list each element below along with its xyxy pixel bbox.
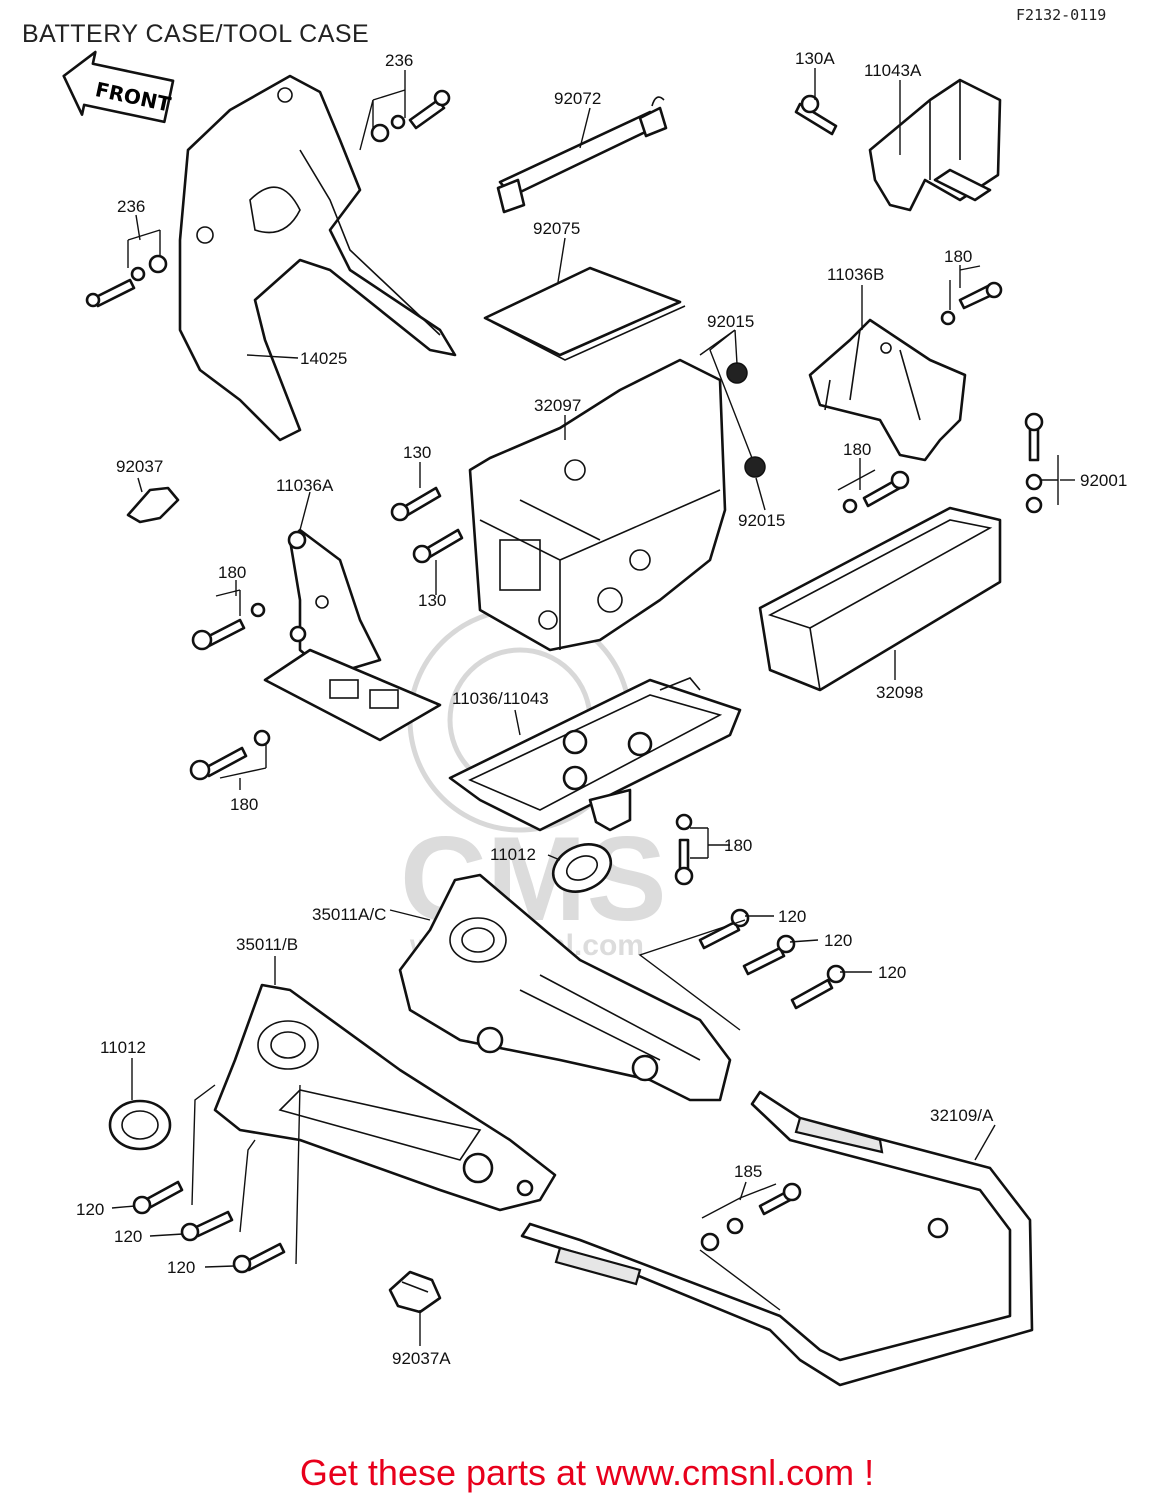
label-120-right-2: 120: [824, 931, 852, 950]
battery-strap-92072: [496, 96, 668, 214]
battery-case-32097: [468, 358, 727, 652]
part-labels: 236 236 14025 92072 92075 130A 11043A 11…: [76, 49, 1127, 1368]
bolt-236-upper: [370, 89, 451, 143]
label-11043A: 11043A: [864, 61, 922, 80]
label-32098: 32098: [876, 683, 923, 702]
clip-92037: [126, 486, 180, 524]
bolt-130-upper: [390, 486, 442, 522]
label-180-left-lower: 180: [230, 795, 258, 814]
bolt-180-left-upper: [191, 589, 266, 651]
grommet-11012-upper: [551, 843, 613, 893]
battery-pad-92075: [483, 266, 686, 361]
label-11012-lower: 11012: [100, 1038, 146, 1057]
label-92037A: 92037A: [392, 1349, 451, 1368]
label-185: 185: [734, 1162, 762, 1181]
clip-92037A: [388, 1270, 442, 1314]
label-11036A: 11036A: [276, 476, 334, 495]
label-32109A: 32109/A: [930, 1106, 994, 1125]
label-92072: 92072: [554, 89, 601, 108]
label-92015-lower: 92015: [738, 511, 785, 530]
label-180-right: 180: [843, 440, 871, 459]
bolt-180-center: [674, 813, 709, 886]
grab-rail-32109A: [520, 1090, 1034, 1387]
label-180-left-upper: 180: [218, 563, 246, 582]
label-130-upper: 130: [403, 443, 431, 462]
bolt-180-left-lower: [189, 729, 271, 781]
label-92015-upper: 92015: [707, 312, 754, 331]
label-14025: 14025: [300, 349, 347, 368]
bolt-92001: [1024, 412, 1059, 514]
bracket-11036B: [808, 265, 1003, 462]
label-92037: 92037: [116, 457, 163, 476]
bracket-35011AC: [398, 873, 732, 1102]
bracket-35011B: [213, 983, 557, 1212]
label-120-right-1: 120: [778, 907, 806, 926]
label-120-left-2: 120: [114, 1227, 142, 1246]
label-120-left-3: 120: [167, 1258, 195, 1277]
bolt-130-lower: [412, 528, 464, 564]
plate-11036-11043: [448, 677, 742, 832]
leader-lines: [111, 68, 1075, 1346]
label-180-center: 180: [724, 836, 752, 855]
label-236-upper: 236: [385, 51, 413, 70]
label-130A: 130A: [795, 49, 835, 68]
label-236-side: 236: [117, 197, 145, 216]
bolt-180-right: [837, 469, 910, 514]
label-180-top-right: 180: [944, 247, 972, 266]
front-arrow: FRONT: [62, 50, 175, 124]
label-120-right-3: 120: [878, 963, 906, 982]
nut-92015-lower: [744, 456, 766, 478]
nut-92015-upper: [726, 362, 748, 384]
label-92001: 92001: [1080, 471, 1127, 490]
figure-code: F2132-0119: [1016, 6, 1107, 24]
bolt-236-side: [85, 229, 168, 308]
bolts-120-right: [698, 908, 846, 1010]
side-cover-14025: [178, 74, 457, 442]
label-35011B: 35011/B: [236, 935, 298, 954]
tool-case-32098: [758, 506, 1002, 692]
label-11036B: 11036B: [827, 265, 884, 284]
bracket-11043A: [794, 78, 1002, 212]
bolt-185: [700, 1182, 802, 1252]
bolts-120-left: [132, 1180, 286, 1274]
grommet-11012-lower: [108, 1099, 172, 1151]
label-92075: 92075: [533, 219, 580, 238]
diagram-title: BATTERY CASE/TOOL CASE: [22, 20, 370, 48]
label-11012-upper: 11012: [490, 845, 536, 864]
promo-link[interactable]: Get these parts at www.cmsnl.com !: [299, 1452, 875, 1493]
label-11036-11043: 11036/11043: [452, 689, 549, 708]
label-130-lower: 130: [418, 591, 446, 610]
label-120-left-1: 120: [76, 1200, 104, 1219]
bracket-11036A: [263, 528, 442, 742]
label-35011AC: 35011A/C: [312, 905, 386, 924]
label-32097: 32097: [534, 396, 581, 415]
